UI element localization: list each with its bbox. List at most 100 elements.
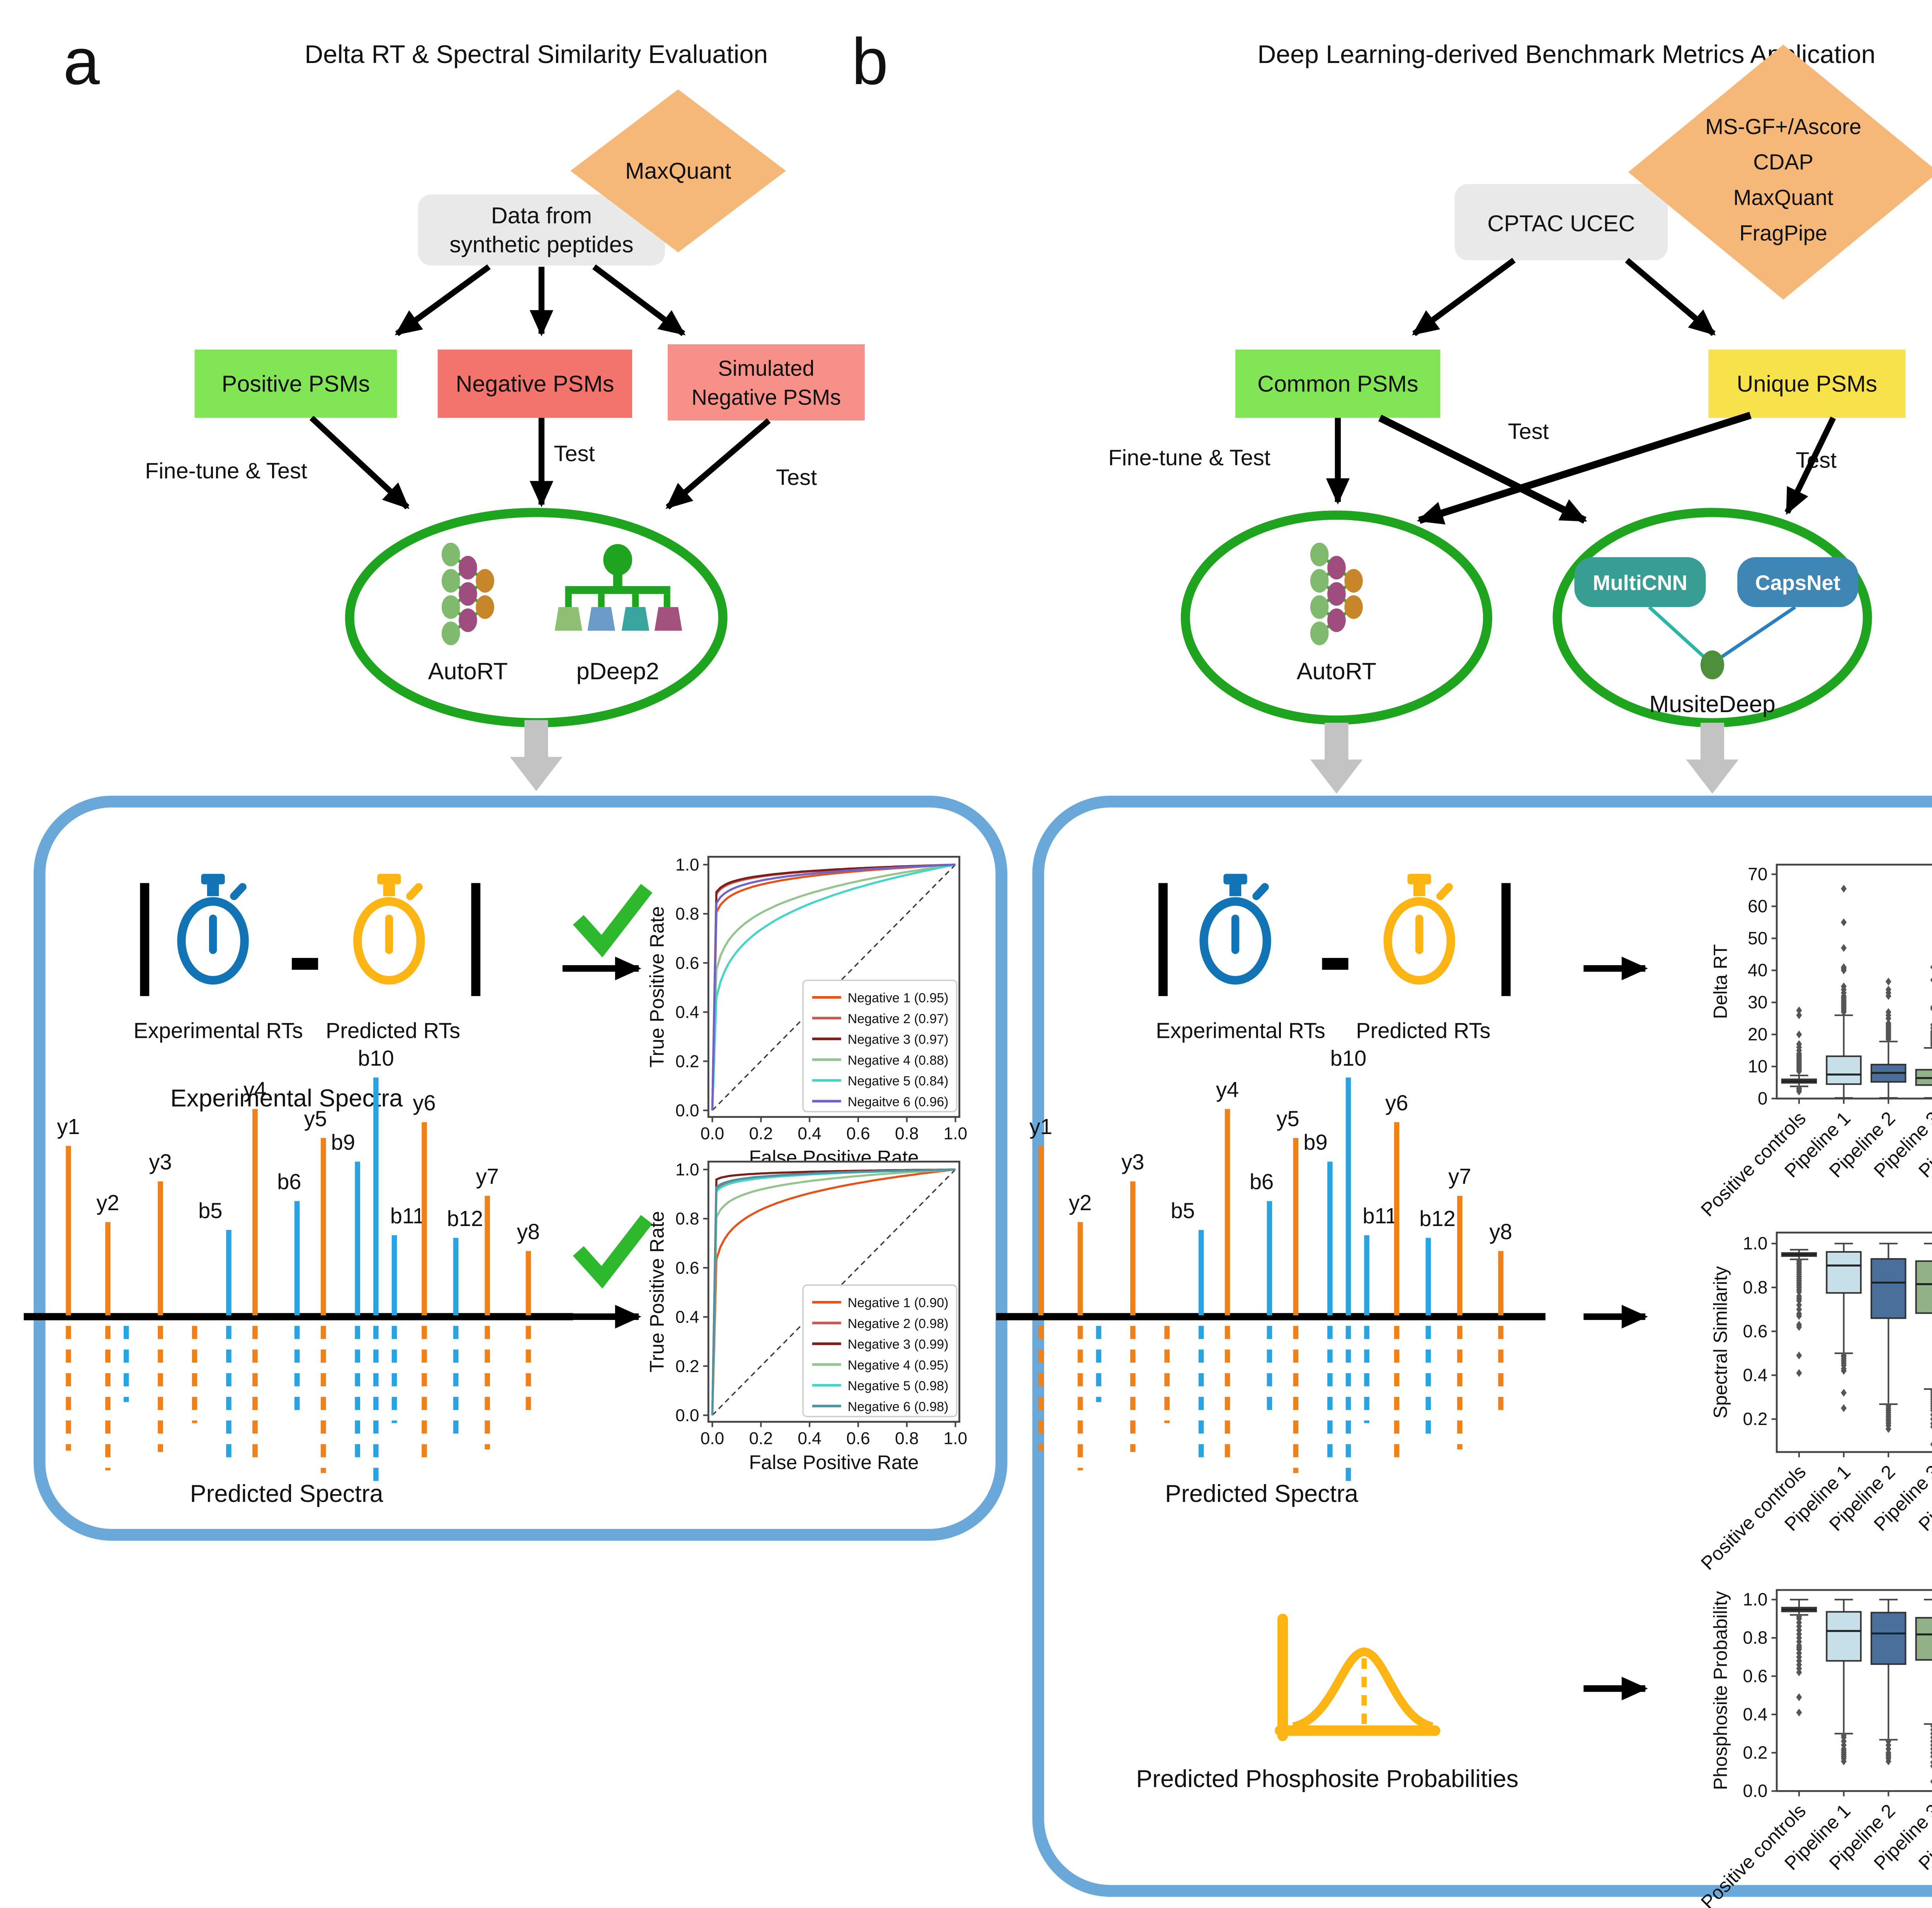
x-tick-label: 0.8 — [895, 1124, 918, 1143]
peak-label: y1 — [1029, 1114, 1052, 1139]
peak-label: y2 — [1069, 1190, 1092, 1215]
outlier-point — [1930, 1779, 1932, 1784]
x-tick-label: 0.2 — [749, 1124, 773, 1143]
box — [1826, 1251, 1862, 1294]
outlier-point — [1930, 1735, 1932, 1740]
peak-label: y4 — [243, 1078, 266, 1102]
peak-label: b10 — [358, 1046, 394, 1070]
outlier-point — [1841, 963, 1847, 971]
arrow-data-to-simulated — [592, 264, 686, 336]
peak-label: b5 — [198, 1199, 222, 1223]
arrow-unique-to-musitedeep — [1784, 417, 1836, 515]
y-tick-label: 0 — [1758, 1088, 1768, 1108]
predicted-phosphosite-label: Predicted Phosphosite Probabilities — [1136, 1765, 1519, 1792]
peak-label: y5 — [304, 1107, 327, 1131]
y-tick-label: 30 — [1748, 992, 1767, 1012]
outlier-point — [1841, 1351, 1847, 1360]
x-tick-label: 0.2 — [749, 1429, 773, 1448]
outlier-point — [1930, 1731, 1932, 1736]
legend-box — [802, 980, 957, 1112]
y-tick-label: 0.6 — [675, 1258, 699, 1277]
edge-finetune-test-a: Fine-tune & Test — [145, 459, 307, 483]
peak-label: b11 — [1362, 1204, 1397, 1228]
arrow-cptac-to-unique — [1625, 258, 1716, 336]
gray-arrow-a — [510, 720, 563, 791]
peak-label: y8 — [1489, 1219, 1512, 1244]
outlier-point — [1930, 1763, 1932, 1769]
simulated-negative-line1: Simulated — [718, 356, 815, 381]
y-tick-label: 0.4 — [675, 1003, 699, 1022]
check-icon-rt-a — [573, 884, 653, 957]
arrow-positive-to-models — [310, 415, 410, 510]
multicnn-connector — [1648, 605, 1708, 661]
panel-b-label: b — [852, 25, 888, 99]
unique-psms-box — [1708, 349, 1906, 418]
capsnet-pill — [1737, 557, 1859, 607]
pdeep2-icon — [554, 544, 682, 631]
box — [1915, 1617, 1932, 1661]
y-tick-label: 1.0 — [675, 855, 699, 874]
diamond-line1: MS-GF+/Ascore — [1705, 114, 1861, 139]
check-icon-spectra-a — [573, 1215, 653, 1289]
predicted-rts-label-a: Predicted RTs — [326, 1019, 460, 1043]
legend-box — [802, 1284, 957, 1417]
peak-label: b11 — [390, 1204, 425, 1228]
x-tick-label: 0.0 — [701, 1124, 724, 1143]
outlier-point — [1930, 1388, 1932, 1393]
y-tick-label: 0.0 — [675, 1406, 699, 1425]
x-tick-label: 0.8 — [895, 1429, 918, 1448]
unique-psms-label: Unique PSMs — [1736, 371, 1877, 396]
y-axis-label: Phosphosite Probability — [1710, 1591, 1731, 1790]
capsnet-connector — [1716, 605, 1796, 661]
legend-entry-label: Negative 6 (0.98) — [848, 1400, 949, 1414]
peak-label: y6 — [413, 1091, 435, 1115]
roc-curve — [711, 864, 956, 1110]
x-tick-label: 0.6 — [846, 1124, 870, 1143]
negative-psms-label: Negative PSMs — [456, 371, 614, 396]
y-tick-label: 0.6 — [675, 954, 699, 973]
y-tick-label: 1.0 — [675, 1160, 699, 1179]
box — [1870, 1258, 1906, 1319]
y-tick-label: 1.0 — [1743, 1589, 1768, 1609]
x-tick-label: 1.0 — [944, 1124, 967, 1143]
y-tick-label: 0.2 — [675, 1357, 699, 1376]
common-psms-label: Common PSMs — [1257, 371, 1418, 396]
diagonal-reference — [712, 1169, 956, 1416]
arrow-simulated-to-models — [665, 418, 771, 510]
negative-psms-box — [437, 349, 633, 418]
outlier-point — [1930, 1746, 1932, 1752]
multicnn-label: MultiCNN — [1593, 571, 1687, 595]
outlier-point — [1930, 1442, 1932, 1447]
peak-label: b9 — [331, 1130, 355, 1155]
legend-entry-label: Negative 4 (0.88) — [848, 1053, 949, 1068]
x-tick-label: 0.4 — [798, 1429, 821, 1448]
edge-test-cross: Test — [1508, 419, 1549, 444]
x-axis-label: False Positive Rate — [749, 1451, 918, 1473]
legend-entry-label: Negative 3 (0.99) — [848, 1337, 949, 1352]
diagonal-reference — [712, 864, 956, 1111]
y-tick-label: 20 — [1748, 1024, 1767, 1044]
edge-finetune-test-b: Fine-tune & Test — [1108, 446, 1270, 470]
panel-a: a Delta RT & Spectral Similarity Evaluat… — [24, 25, 1007, 1541]
x-tick-label: 1.0 — [944, 1429, 967, 1448]
phosphosite-distribution-icon — [1275, 1614, 1440, 1741]
diamond-line3: MaxQuant — [1733, 185, 1833, 210]
peak-label: y3 — [1121, 1150, 1144, 1174]
minus-sign-b — [1322, 958, 1349, 970]
roc-curve — [711, 1168, 956, 1415]
peak-label: y6 — [1385, 1091, 1408, 1115]
y-tick-label: 10 — [1748, 1056, 1767, 1076]
predicted-spectra-label-b: Predicted Spectra — [1165, 1480, 1358, 1507]
legend-entry-label: Negative 2 (0.98) — [848, 1316, 949, 1331]
arrow-cptac-to-common — [1412, 258, 1516, 336]
predicted-rts-label-b: Predicted RTs — [1356, 1019, 1490, 1043]
outlier-point — [1930, 1412, 1932, 1417]
y-tick-label: 0.4 — [675, 1308, 699, 1327]
musitedeep-label: MusiteDeep — [1649, 691, 1776, 717]
